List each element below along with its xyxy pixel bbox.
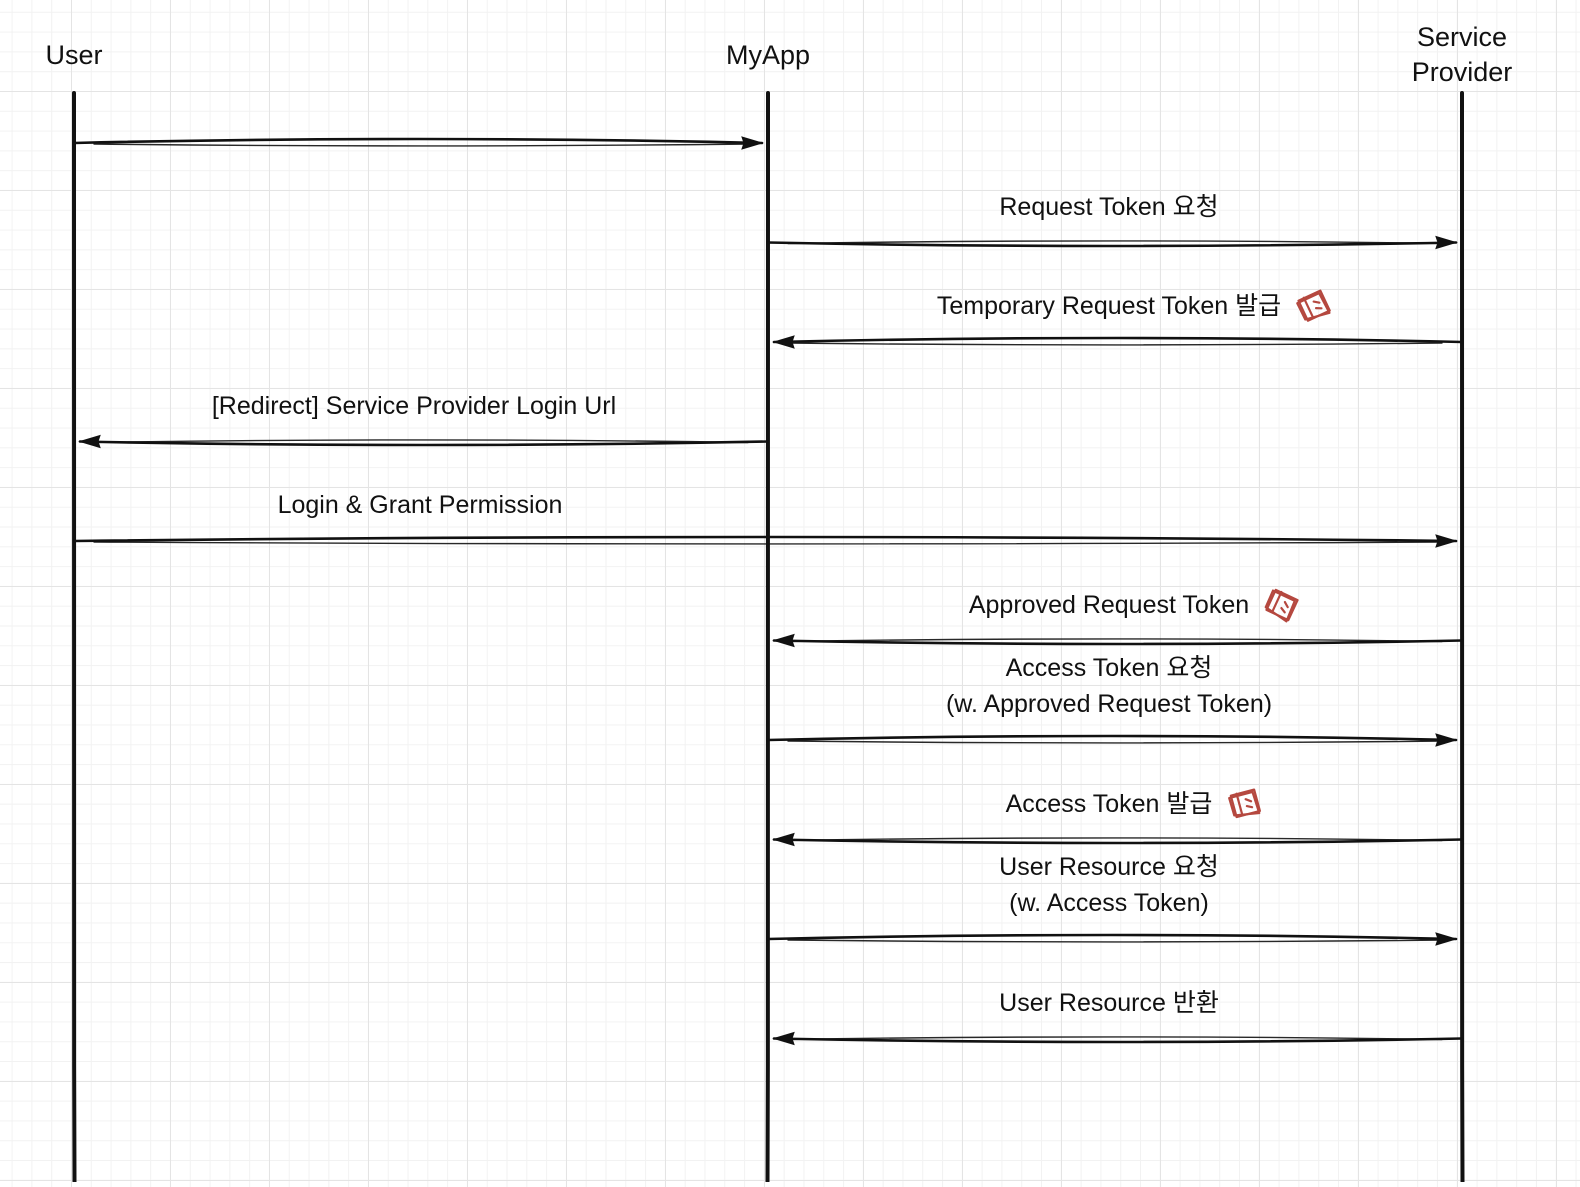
message-arrow <box>772 838 1464 845</box>
message-arrow <box>78 440 770 447</box>
message-label: User Resource 반환 <box>999 985 1219 1021</box>
message-label-line: User Resource 요청 <box>999 853 1219 881</box>
message-arrow-echo <box>93 541 1447 545</box>
ticket-icon-stroke <box>1302 296 1315 319</box>
message-arrow <box>766 241 1458 248</box>
message-label: Login & Grant Permission <box>278 487 563 523</box>
ticket-icon-stroke <box>1264 589 1296 623</box>
ticket-icon-stroke <box>1244 798 1254 809</box>
message-label-line: (w. Access Token) <box>1009 889 1209 917</box>
arrowhead <box>1435 932 1458 946</box>
message-label-line: Access Token 요청 <box>1005 654 1213 682</box>
message-arrow <box>766 933 1458 941</box>
message-arrow-echo <box>93 143 753 147</box>
ticket-icon-stroke <box>1312 300 1323 310</box>
message-arrow <box>772 336 1464 344</box>
message-label: Approved Request Token <box>969 587 1249 623</box>
arrowhead <box>772 832 795 847</box>
message-arrow <box>72 535 1458 543</box>
ticket-icon-stroke <box>1265 588 1299 622</box>
message-arrow-echo <box>783 837 1443 842</box>
message-label: Access Token 요청 (w. Approved Request Toke… <box>946 650 1272 722</box>
ticket-icon-stroke <box>1229 788 1261 819</box>
message-arrow-echo <box>783 1036 1443 1041</box>
message-label-line: Access Token 발급 <box>1005 789 1213 818</box>
arrowhead <box>772 1031 795 1046</box>
message-label-line: [Redirect] Service Provider Login Url <box>211 391 617 420</box>
message-arrow-echo <box>787 740 1447 744</box>
ticket-icon-stroke <box>1235 792 1244 817</box>
participant-user-title: User <box>45 40 103 70</box>
message-label: User Resource 요청 (w. Access Token) <box>999 849 1219 921</box>
message-arrow <box>772 1037 1464 1044</box>
arrowhead <box>1435 235 1458 250</box>
message-arrow-echo <box>783 638 1443 643</box>
ticket-icon <box>1228 788 1261 819</box>
message-arrow-echo <box>787 939 1447 943</box>
message-label-line: Approved Request Token <box>968 590 1250 619</box>
message-label: Request Token 요청 <box>999 189 1218 225</box>
participant-sp-title-line: Service <box>1416 22 1508 52</box>
message-label-line: Temporary Request Token 발급 <box>936 292 1282 320</box>
arrowhead <box>1435 534 1458 548</box>
message-arrow <box>72 137 764 145</box>
ticket-icon-stroke <box>1228 790 1261 817</box>
participant-sp-title-line: Provider <box>1411 57 1513 87</box>
arrowhead <box>78 434 101 449</box>
ticket-icon-stroke <box>1296 292 1331 321</box>
message-label: Temporary Request Token 발급 <box>937 288 1281 324</box>
lifeline-sp <box>1459 91 1465 1184</box>
message-arrow-echo <box>783 342 1443 346</box>
lifeline-myapp <box>765 91 771 1184</box>
arrowhead <box>772 335 795 349</box>
message-label-line: User Resource 반환 <box>999 988 1219 1017</box>
arrowhead <box>741 136 764 150</box>
arrowhead <box>1435 733 1458 747</box>
ticket-icon <box>1296 289 1331 322</box>
arrowhead <box>772 633 795 648</box>
message-label: Access Token 발급 <box>1006 786 1213 822</box>
ticket-icon-stroke <box>1271 590 1283 614</box>
ticket-icon-stroke <box>1297 289 1331 322</box>
lifeline-user <box>71 91 77 1184</box>
participant-myapp-title: MyApp <box>725 40 811 70</box>
message-arrow <box>772 639 1464 646</box>
message-arrow <box>766 734 1458 742</box>
message-label: [Redirect] Service Provider Login Url <box>212 388 616 424</box>
message-label-line: Login & Grant Permission <box>277 491 563 519</box>
message-arrow-echo <box>787 240 1447 245</box>
message-arrow-echo <box>89 439 749 444</box>
message-label-line: (w. Approved Request Token) <box>945 690 1273 718</box>
ticket-icon-stroke <box>1280 600 1289 614</box>
ticket-icon <box>1264 588 1299 623</box>
message-label-line: Request Token 요청 <box>999 192 1219 221</box>
